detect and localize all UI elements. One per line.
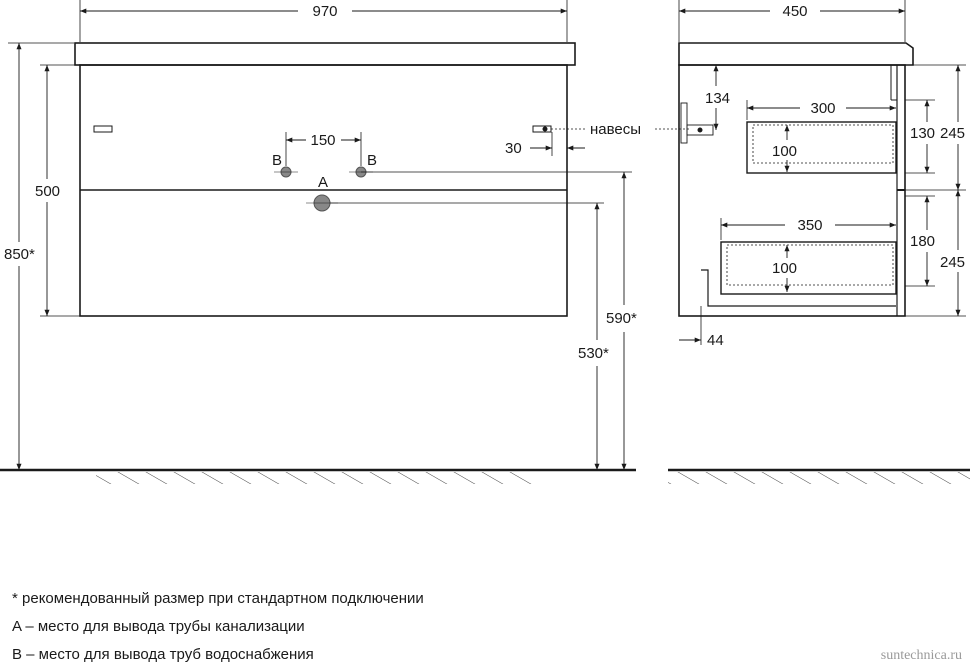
dim-350-label: 350 — [797, 217, 822, 234]
notes: * рекомендованный размер при стандартном… — [12, 585, 424, 669]
dim-100-bottom-label: 100 — [772, 260, 797, 277]
side-bottom-drawer-inner — [726, 244, 894, 286]
front-view-labels: 970 850* 500 150 B B A 30 навесы 590* 53… — [4, 3, 641, 362]
note-b: B – место для вывода труб водоснабжения — [12, 646, 314, 663]
note-a: A – место для вывода трубы канализации — [12, 618, 305, 635]
side-hinge-screw — [697, 127, 703, 133]
side-top-drawer-inner — [752, 124, 894, 164]
front-right-bracket — [532, 125, 552, 133]
side-countertop — [678, 42, 914, 66]
dim-300-label: 300 — [810, 100, 835, 117]
dim-245-bottom-label: 245 — [940, 254, 965, 271]
front-countertop — [74, 42, 576, 66]
side-hinge-plate — [680, 102, 688, 144]
hinges-label: навесы — [590, 121, 641, 138]
dim-530-label: 530* — [578, 345, 609, 362]
dim-134-label: 134 — [705, 90, 730, 107]
front-hinge-point — [542, 126, 548, 132]
side-top-drawer — [746, 121, 897, 174]
label-b-left: B — [272, 152, 282, 169]
dim-30-label: 30 — [505, 140, 522, 157]
front-left-bracket — [93, 125, 113, 133]
side-view-labels: 450 134 300 100 130 245 350 100 180 245 … — [705, 3, 965, 349]
label-b-right: B — [367, 152, 377, 169]
watermark: suntechnica.ru — [880, 648, 962, 663]
dim-130-label: 130 — [910, 125, 935, 142]
dim-500-label: 500 — [35, 183, 60, 200]
front-view — [0, 0, 690, 484]
dim-100-top-label: 100 — [772, 143, 797, 160]
dim-970-label: 970 — [312, 3, 337, 20]
dim-850-label: 850* — [4, 246, 35, 263]
note-recommended: * рекомендованный размер при стандартном… — [12, 590, 424, 607]
floor-hatch-front — [96, 472, 534, 484]
dim-590-label: 590* — [606, 310, 637, 327]
side-view — [668, 0, 970, 484]
label-a: A — [318, 174, 328, 191]
dim-245-top-label: 245 — [940, 125, 965, 142]
floor-hatch-side — [668, 472, 970, 484]
side-bottom-rail — [701, 269, 896, 307]
dim-450-label: 450 — [782, 3, 807, 20]
side-bottom-drawer — [720, 241, 897, 295]
dim-44-label: 44 — [707, 332, 724, 349]
dim-150-label: 150 — [310, 132, 335, 149]
side-hinge-bracket — [686, 124, 714, 136]
dim-180-label: 180 — [910, 233, 935, 250]
